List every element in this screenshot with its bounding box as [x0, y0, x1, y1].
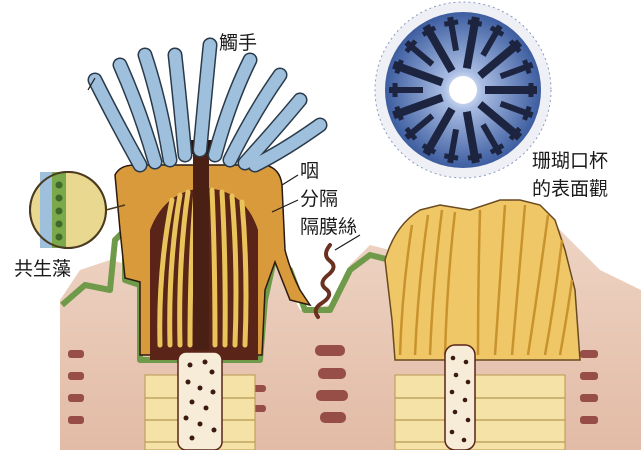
calyx-surface-view	[375, 2, 551, 178]
label-calyx-line1: 珊瑚口杯	[532, 150, 608, 172]
label-septum: 分隔	[300, 188, 338, 210]
right-polyp	[385, 200, 580, 450]
zooxanthellae-inset	[30, 172, 125, 248]
calyx-septum-bar	[444, 22, 458, 24]
label-zooxanthellae: 共生藻	[14, 258, 71, 280]
tentacles	[95, 45, 320, 165]
label-tentacles: 觸手	[219, 32, 257, 54]
label-calyx-line2: 的表面觀	[532, 178, 608, 200]
calyx-septum-bar	[444, 156, 458, 158]
calyx-septum-bar	[468, 156, 482, 158]
calyx-septum-bar	[468, 22, 482, 24]
label-pharynx: 咽	[300, 160, 319, 182]
label-septal-filament: 隔膜絲	[300, 216, 357, 238]
